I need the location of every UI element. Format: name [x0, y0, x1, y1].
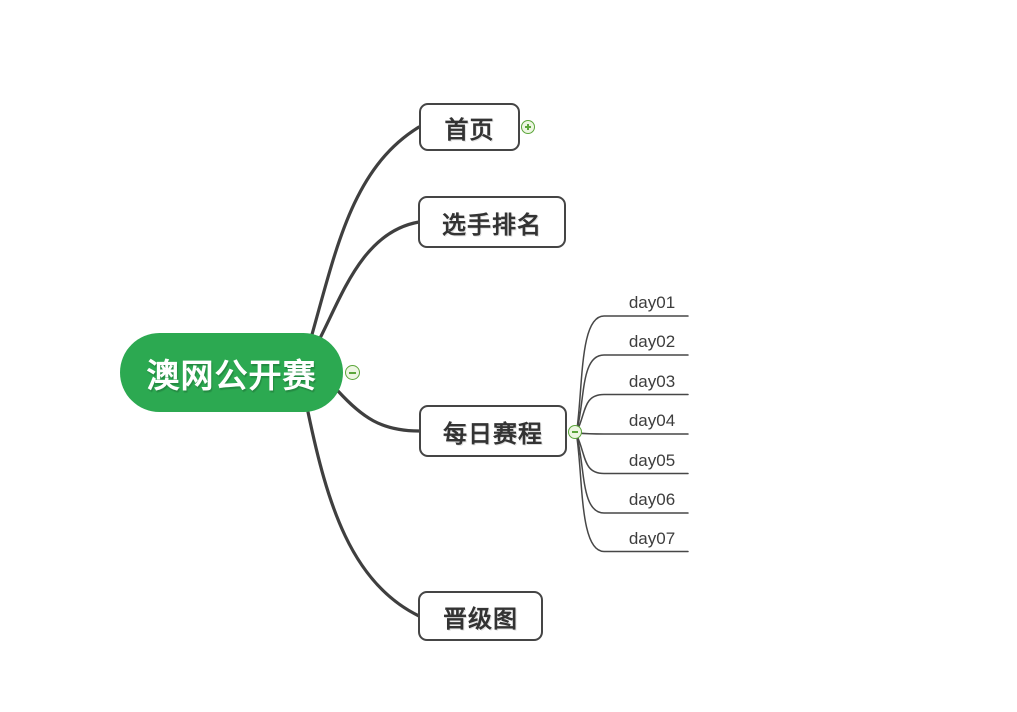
topic-bracket-chart[interactable]: 晋级图: [418, 591, 543, 641]
topic-player-ranking[interactable]: 选手排名: [418, 196, 566, 248]
leaf-curve-day02: [576, 354, 689, 431]
topic-daily-schedule-label: 每日赛程: [443, 420, 543, 448]
leaf-curve-day04: [576, 432, 689, 435]
leaf-curve-day03: [576, 393, 689, 432]
branch-curve-daily: [336, 389, 421, 433]
leaf-curve-day07: [576, 437, 689, 553]
topic-day05[interactable]: day05: [628, 451, 676, 470]
collapse-minus-icon-root[interactable]: [345, 365, 360, 380]
leaf-curve-day06: [576, 436, 689, 514]
expand-plus-icon-home[interactable]: [521, 120, 535, 134]
branch-curve-rank: [315, 220, 421, 346]
topic-home[interactable]: 首页: [419, 103, 520, 151]
topic-day01[interactable]: day01: [628, 293, 676, 312]
root-topic-label: 澳网公开赛: [146, 356, 317, 394]
branch-curve-bracket: [306, 410, 421, 618]
leaf-curve-day01: [576, 315, 689, 430]
topic-day02[interactable]: day02: [628, 332, 676, 351]
topic-day06[interactable]: day06: [628, 490, 676, 509]
topic-daily-schedule[interactable]: 每日赛程: [419, 405, 567, 457]
leaf-curve-day05: [576, 435, 689, 475]
topic-home-label: 首页: [444, 116, 495, 144]
topic-day04[interactable]: day04: [628, 411, 676, 430]
collapse-minus-icon-daily-schedule[interactable]: [568, 425, 582, 439]
topic-day07[interactable]: day07: [628, 529, 676, 548]
root-topic[interactable]: 澳网公开赛: [120, 333, 343, 412]
topic-player-ranking-label: 选手排名: [442, 211, 542, 239]
topic-day03[interactable]: day03: [628, 372, 676, 391]
branch-curve-home: [309, 125, 421, 340]
topic-bracket-chart-label: 晋级图: [443, 605, 518, 633]
